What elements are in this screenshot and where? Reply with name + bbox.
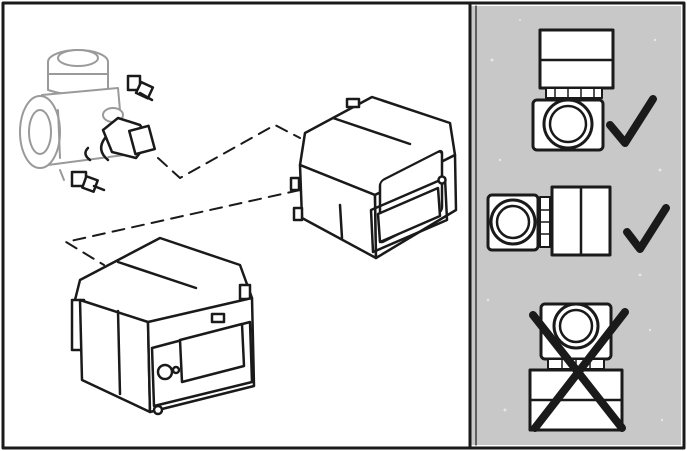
mounting-guide-lines [65, 124, 301, 266]
check-mark-icon [606, 95, 657, 147]
orientation-actuator-above-valve [531, 28, 657, 152]
actuator-upper-view [289, 95, 458, 260]
actuator-lower-view [70, 236, 256, 416]
orientation-panel [468, 2, 681, 449]
orientation-actuator-below-valve [528, 302, 629, 432]
valve-fittings [70, 74, 157, 193]
cross-mark-icon [529, 308, 629, 432]
orientation-actuator-beside-valve [486, 185, 670, 257]
check-mark-icon [623, 204, 670, 253]
